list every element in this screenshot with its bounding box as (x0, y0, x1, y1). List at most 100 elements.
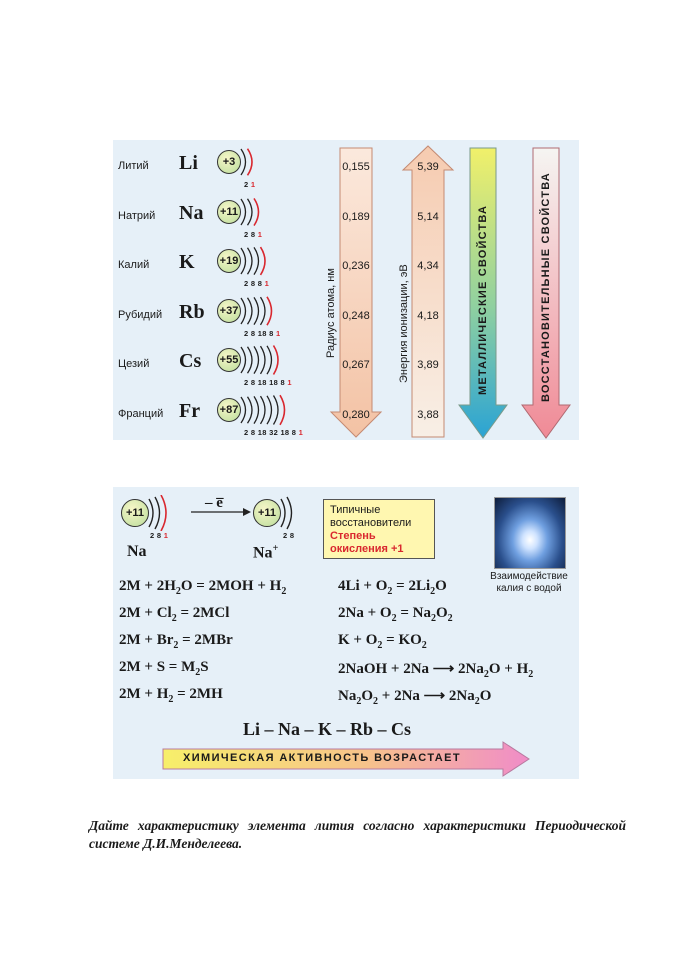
shell-count: 1 (264, 279, 270, 288)
ionization-value: 5,39 (417, 161, 439, 173)
na-ion-shells (280, 496, 293, 530)
element-name: Рубидий (118, 308, 163, 321)
shell-count: 2 (244, 279, 249, 288)
electron-shell (253, 346, 260, 374)
radius-value: 0,267 (342, 359, 370, 371)
electron-shell (266, 345, 273, 375)
electron-shell (246, 346, 253, 374)
equation: K + O2 = KO2 (338, 632, 427, 651)
electron-shell (272, 345, 279, 375)
shell-count: 1 (250, 180, 256, 189)
arrows-layer (329, 145, 571, 439)
potassium-water-photo (494, 497, 566, 569)
radius-value: 0,248 (342, 309, 370, 322)
shell-count: 2 (244, 378, 249, 387)
element-symbol: Cs (179, 350, 202, 372)
photo-caption: Взаимодействие калия с водой (490, 571, 568, 594)
electron-shell (259, 345, 266, 375)
electron-shells (240, 345, 279, 375)
shell-counts: 2 8 8 1 (244, 279, 269, 288)
shell-count: 8 (250, 279, 256, 288)
reducing-arrow (521, 147, 571, 439)
equation: 2M + S = M2S (119, 659, 209, 678)
radius-value: 0,236 (342, 260, 370, 272)
shell-count: 8 (250, 328, 256, 338)
electron-shell (246, 148, 253, 176)
ionization-arrow (401, 145, 455, 438)
shell-count: 18 (257, 427, 267, 437)
shell-counts: 2 8 18 18 8 1 (244, 378, 292, 387)
shell-count: 8 (250, 427, 256, 437)
shell-count: 1 (257, 229, 263, 239)
shell-count: 8 (257, 279, 263, 288)
electron-shells (240, 197, 260, 226)
radius-arrow (329, 147, 383, 438)
radius-value: 0,155 (342, 161, 370, 173)
reactions-panel: +11 2 8 1 Na – e̅ +11 2 8 Na+ Типичные в… (113, 487, 579, 779)
ionization-value: 3,88 (417, 408, 439, 421)
shell-count: 18 (280, 427, 290, 437)
shell-count: 8 (250, 378, 256, 387)
shell-counts: 2 8 1 (244, 230, 262, 239)
element-name: Цезий (118, 358, 150, 370)
na-ion-symbol: Na+ (253, 543, 279, 562)
element-name: Натрий (118, 209, 156, 222)
element-symbol: Na (179, 201, 204, 224)
electron-label: – e̅ (205, 495, 223, 511)
na-atom-nucleus: +11 (121, 499, 149, 527)
element-symbol: Li (179, 152, 198, 174)
element-symbol: Rb (179, 300, 205, 323)
electron-shell (259, 395, 266, 424)
shell-count: 32 (269, 427, 279, 437)
element-name: Литий (118, 160, 149, 172)
shell-count: 2 (244, 328, 249, 338)
electron-shells (240, 246, 266, 276)
ionization-arrow-icon (191, 508, 251, 516)
electron-shell (259, 246, 266, 276)
nucleus-charge: +11 (217, 199, 241, 224)
ionization-value: 3,89 (417, 359, 439, 371)
element-name: Калий (118, 259, 150, 271)
shell-count: 18 (257, 328, 267, 338)
electron-shell (253, 296, 260, 325)
shell-counts: 2 1 (244, 180, 255, 189)
electron-shell (259, 296, 266, 325)
na-ion-shell-labels: 2 8 (283, 531, 295, 540)
nucleus-charge: +19 (217, 249, 241, 273)
equation: 2M + Cl2 = 2MCl (119, 605, 230, 624)
electron-shell (253, 395, 260, 424)
shell-count: 2 (244, 180, 249, 189)
electron-shell (253, 197, 260, 226)
typical-reducers-box: Типичные восстановители Степень окислени… (323, 499, 435, 559)
ionization-value: 4,34 (417, 260, 439, 272)
element-symbol: K (179, 251, 195, 273)
equation: 4Li + O2 = 2Li2O (338, 578, 447, 597)
nucleus-charge: +55 (217, 348, 241, 372)
electron-shell (253, 247, 260, 275)
electron-shell (240, 247, 247, 275)
electron-shell (240, 198, 247, 225)
radius-label: Радиус атома, нм (325, 268, 337, 358)
element-name: Франций (118, 407, 164, 420)
alkali-series: Li – Na – K – Rb – Cs (243, 719, 412, 739)
element-symbol: Fr (179, 399, 201, 422)
electron-shell (246, 247, 253, 275)
electron-shell (272, 394, 279, 425)
electron-shell (279, 394, 286, 425)
shell-count: 18 (269, 378, 279, 387)
na-atom-symbol: Na (127, 543, 147, 560)
equation: Na2O2 + 2Na ⟶ 2Na2O (338, 688, 492, 707)
na-ion-nucleus: +11 (253, 499, 281, 527)
electron-shell (246, 296, 253, 325)
electron-shell (240, 148, 247, 176)
ionization-value: 4,18 (417, 309, 439, 322)
radius-value: 0,189 (342, 210, 370, 223)
electron-shell (240, 396, 247, 423)
electron-shell (266, 295, 273, 326)
na-atom-shells (148, 495, 167, 531)
